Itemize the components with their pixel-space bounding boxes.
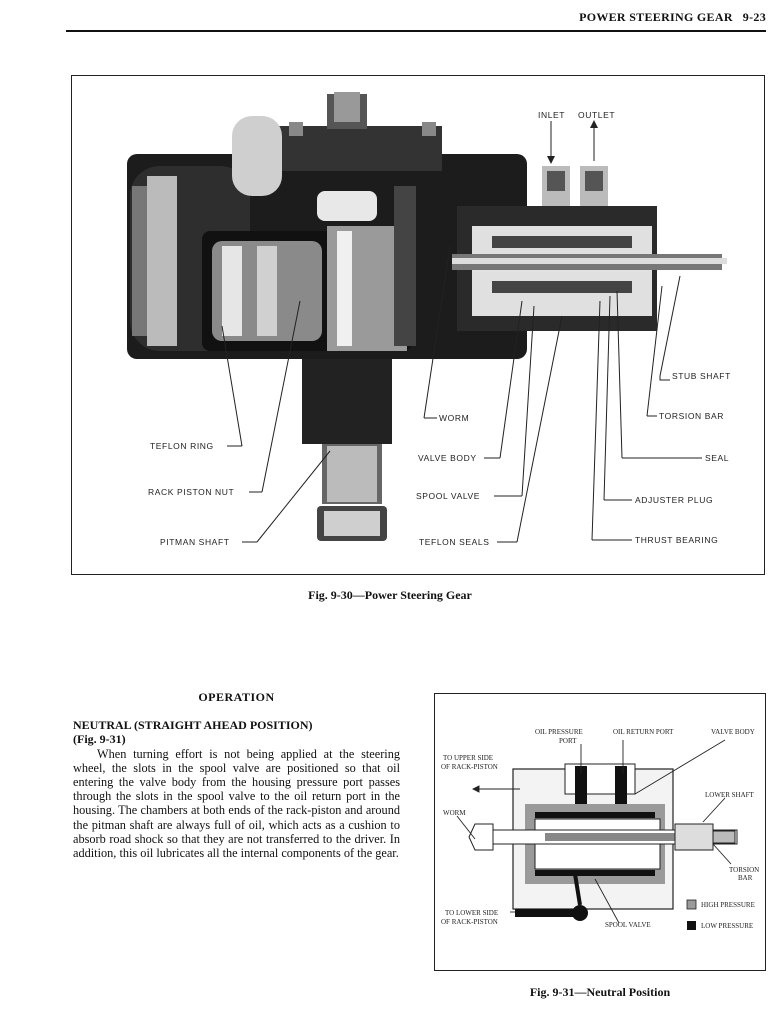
header-rule [66,30,766,32]
label-to-upper-line1: TO UPPER SIDE [443,754,493,762]
label-valve-body: VALVE BODY [418,453,477,463]
label-oil-pressure-port-line1: OIL PRESSURE [535,728,583,736]
legend-high-pressure: HIGH PRESSURE [701,901,755,909]
figure1-caption: Fig. 9-30—Power Steering Gear [308,588,472,602]
figure2-caption: Fig. 9-31—Neutral Position [529,985,671,999]
label-outlet: OUTLET [578,110,615,120]
legend-low-pressure: LOW PRESSURE [701,922,753,930]
label-lower-shaft: LOWER SHAFT [705,791,755,799]
power-steering-gear-illustration: INLET OUTLET [127,92,731,547]
label-oil-pressure-port-line2: PORT [559,737,577,745]
label-worm: WORM [439,413,469,423]
subsection-title: NEUTRAL (STRAIGHT AHEAD POSITION) [73,718,313,733]
label-valve-body: VALVE BODY [711,728,755,736]
neutral-position-diagram: OIL PRESSURE PORT OIL RETURN PORT VALVE … [441,728,759,930]
body-paragraph: When turning effort is not being applied… [73,746,400,861]
label-stub-shaft: STUB SHAFT [672,371,731,381]
figure-neutral-position: OIL PRESSURE PORT OIL RETURN PORT VALVE … [434,693,766,971]
figure-power-steering-gear: INLET OUTLET [71,75,765,575]
label-teflon-ring: TEFLON RING [150,441,214,451]
label-to-upper-line2: OF RACK-PISTON [441,763,498,771]
label-thrust-bearing: THRUST BEARING [635,535,718,545]
label-to-lower-line2: OF RACK-PISTON [441,918,498,926]
label-spool-valve: SPOOL VALVE [416,491,480,501]
label-torsion-line1: TORSION [729,866,759,874]
page-header: POWER STEERING GEAR 9-23 [579,10,766,25]
label-rack-piston-nut: RACK PISTON NUT [148,487,234,497]
label-torsion-line2: BAR [738,874,753,882]
label-to-lower-line1: TO LOWER SIDE [445,909,498,917]
label-oil-return-port: OIL RETURN PORT [613,728,674,736]
section-title: OPERATION [198,690,275,704]
legend-swatch-high-pressure [686,899,697,910]
page-number: 9-23 [742,10,766,24]
subsection-ref: (Fig. 9-31) [73,732,126,747]
label-seal: SEAL [705,453,729,463]
legend-swatch-low-pressure [687,921,696,930]
label-adjuster-plug: ADJUSTER PLUG [635,495,713,505]
label-inlet: INLET [538,110,565,120]
label-spool-valve: SPOOL VALVE [605,921,651,929]
operation-text-column: OPERATION NEUTRAL (STRAIGHT AHEAD POSITI… [73,690,400,860]
label-pitman-shaft: PITMAN SHAFT [160,537,230,547]
label-torsion-bar: TORSION BAR [659,411,724,421]
label-teflon-seals: TEFLON SEALS [419,537,490,547]
label-worm: WORM [443,809,466,817]
header-title: POWER STEERING GEAR [579,10,733,24]
